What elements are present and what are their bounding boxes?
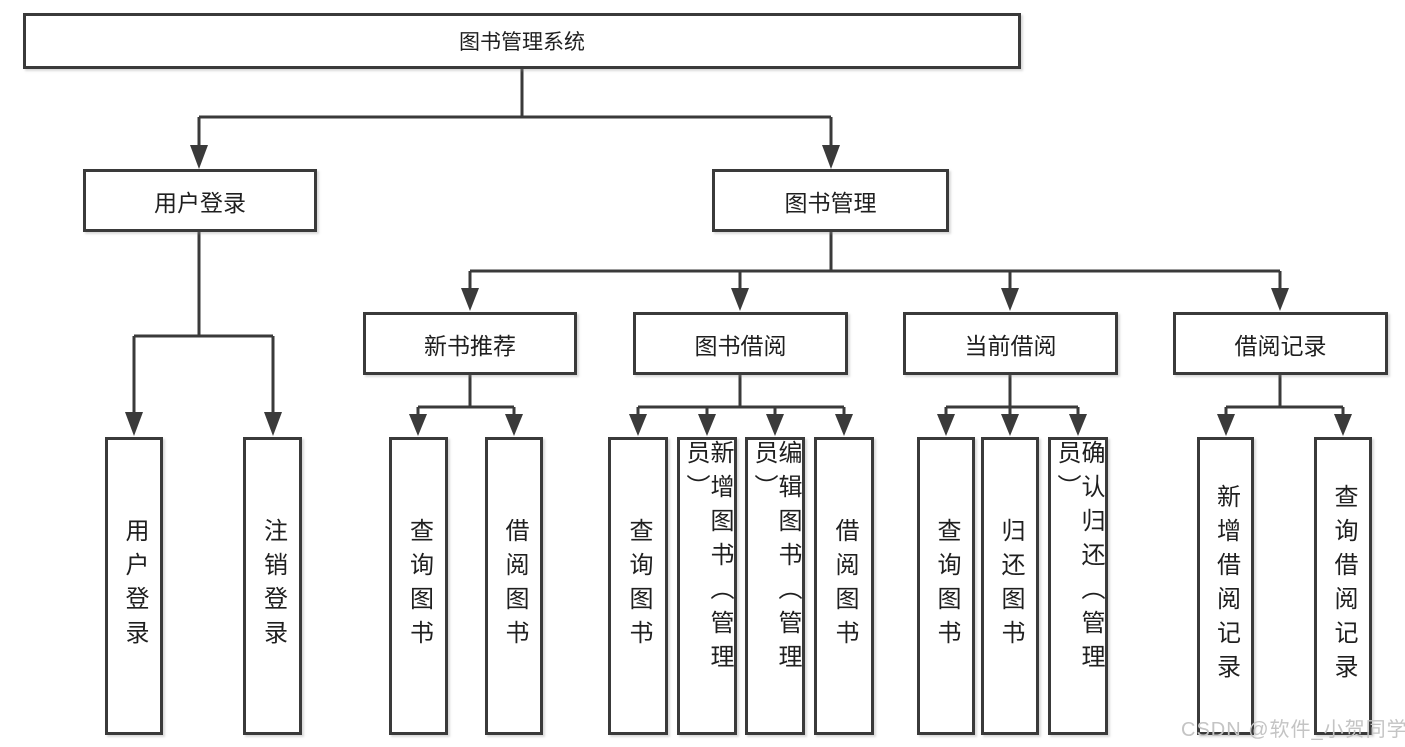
node-user-login: 用户登录 — [83, 169, 317, 232]
leaf-label: 借阅图书 — [501, 518, 528, 654]
leaf-label: 借阅图书 — [831, 518, 858, 654]
node-label: 借阅记录 — [1234, 332, 1327, 359]
node-label: 图书管理系统 — [459, 31, 585, 54]
leaf-records-query-record: 查询借阅记录 — [1314, 437, 1372, 735]
leaf-label: 新增借阅记录 — [1212, 484, 1240, 688]
connector-lines — [132, 66, 1345, 415]
node-borrowing-records: 借阅记录 — [1173, 312, 1388, 375]
leaf-label: 查询图书 — [933, 518, 960, 654]
leaf-user-login: 用户登录 — [105, 437, 163, 735]
leaf-borrow-query-books: 查询图书 — [608, 437, 668, 735]
node-book-borrowing: 图书借阅 — [633, 312, 848, 375]
leaf-label: 注销登录 — [259, 518, 287, 654]
leaf-label: 查询图书 — [405, 518, 433, 654]
leaf-borrow-edit-books-admin: 编辑图书（管理员） — [745, 437, 805, 735]
leaf-label: 归还图书 — [997, 518, 1024, 654]
leaf-label: 新增图书（管理员） — [682, 440, 733, 678]
node-label: 当前借阅 — [964, 332, 1057, 359]
leaf-current-query-books: 查询图书 — [917, 437, 975, 735]
node-library-management-system: 图书管理系统 — [23, 13, 1021, 69]
leaf-borrow-borrow-books: 借阅图书 — [814, 437, 874, 735]
leaf-label: 查询借阅记录 — [1330, 484, 1357, 688]
leaf-borrow-add-books-admin: 新增图书（管理员） — [677, 437, 737, 735]
node-label: 图书管理 — [784, 189, 877, 216]
leaf-label: 用户登录 — [121, 518, 148, 654]
node-label: 新书推荐 — [424, 332, 516, 359]
leaf-label: 查询图书 — [625, 518, 652, 654]
leaf-current-return-books: 归还图书 — [981, 437, 1039, 735]
leaf-records-add-record: 新增借阅记录 — [1197, 437, 1254, 735]
node-current-borrowing: 当前借阅 — [903, 312, 1118, 375]
leaf-new-borrow-books: 借阅图书 — [485, 437, 543, 735]
leaf-logout: 注销登录 — [243, 437, 302, 735]
leaf-label: 确认归还（管理员） — [1053, 440, 1104, 678]
node-book-management: 图书管理 — [712, 169, 949, 232]
arrowheads — [125, 145, 1352, 436]
node-new-book-recommend: 新书推荐 — [363, 312, 577, 375]
leaf-new-query-books: 查询图书 — [389, 437, 448, 735]
leaf-label: 编辑图书（管理员） — [750, 440, 801, 678]
node-label: 图书借阅 — [694, 332, 787, 359]
csdn-watermark: CSDN @软件_小贺同学 — [1181, 719, 1405, 741]
leaf-current-confirm-return-admin: 确认归还（管理员） — [1048, 437, 1108, 735]
node-label: 用户登录 — [154, 189, 246, 216]
